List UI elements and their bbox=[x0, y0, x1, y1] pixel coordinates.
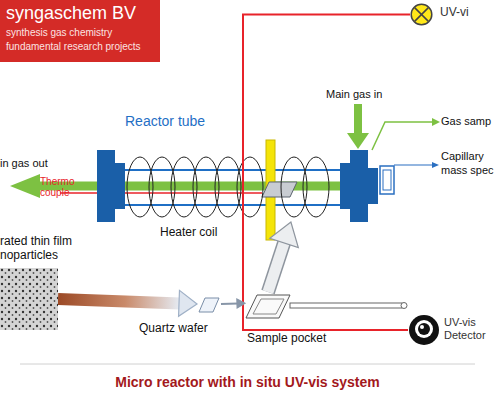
uv-vis-lamp: UV-vi bbox=[410, 3, 433, 26]
connector bbox=[58, 290, 197, 316]
gas-flow-head bbox=[10, 174, 40, 198]
arrow-outline bbox=[268, 242, 284, 292]
connector bbox=[268, 222, 298, 292]
reactor-flanges bbox=[97, 150, 378, 222]
quartz-wafer: Quartz wafer bbox=[197, 290, 221, 318]
capillary-fitting bbox=[380, 166, 394, 194]
nanoparticle-film-shape bbox=[0, 268, 58, 330]
optical-path-line bbox=[243, 15, 410, 331]
node-label: Quartz wafer bbox=[139, 322, 208, 336]
node-label: Sample pocket bbox=[247, 332, 326, 346]
graphic-shape bbox=[0, 268, 58, 330]
gas-in-head bbox=[347, 133, 369, 149]
node-label: rated thin film noparticles bbox=[0, 235, 86, 263]
flange bbox=[340, 163, 350, 209]
graphic-shape bbox=[303, 157, 329, 217]
graphic-shape bbox=[0, 268, 58, 330]
gas-sample-line bbox=[372, 122, 432, 150]
graphic-shape bbox=[409, 315, 439, 345]
capillary-line bbox=[394, 164, 432, 165]
arrow-shaft bbox=[268, 242, 284, 292]
pocket-handle bbox=[290, 303, 402, 308]
part-label: Capillary bbox=[441, 150, 484, 163]
nanoparticle-film: rated thin film noparticles bbox=[0, 268, 58, 330]
thermocouple-wire bbox=[60, 192, 262, 194]
graphic-shape bbox=[237, 157, 263, 217]
sample-pocket-shape bbox=[245, 292, 291, 320]
part-label: Thermo couple bbox=[40, 176, 80, 198]
pocket-handle-end bbox=[401, 303, 407, 309]
part-label: Heater coil bbox=[160, 226, 217, 240]
capillary-head bbox=[432, 162, 439, 168]
part-label: Main gas in bbox=[326, 88, 382, 101]
connector bbox=[243, 15, 410, 331]
gas-sample-head bbox=[432, 118, 440, 126]
flange bbox=[350, 150, 368, 222]
logo-box: syngaschem BV synthesis gas chemistry fund… bbox=[0, 0, 160, 62]
gas-in-arrow bbox=[354, 104, 362, 133]
arrow-head bbox=[237, 299, 245, 308]
node-label: UV-vis Detector bbox=[444, 316, 495, 341]
graphic-shape bbox=[415, 320, 433, 338]
flange bbox=[368, 168, 378, 204]
node-label: Reactor tube bbox=[125, 113, 205, 129]
reactor-tube: Reactor tube bbox=[97, 150, 378, 222]
uv-vis-detector-shape bbox=[408, 314, 440, 346]
heater-coil bbox=[127, 157, 329, 217]
arrow-shaft bbox=[58, 299, 180, 303]
quartz-wafer-shape bbox=[197, 290, 221, 318]
capillary-fitting bbox=[383, 170, 391, 190]
graphic-shape bbox=[411, 4, 432, 25]
node-label: syngaschem BV bbox=[6, 3, 136, 24]
part-label: mass spec bbox=[441, 164, 494, 177]
sample-pocket: Sample pocket bbox=[245, 292, 291, 320]
node-subtext: fundamental research projects bbox=[6, 41, 141, 53]
arrow-head bbox=[179, 290, 197, 316]
graphic-shape bbox=[253, 299, 284, 314]
uv-vis-lamp-shape bbox=[410, 3, 433, 26]
graphic-shape bbox=[199, 298, 219, 312]
part-label: in gas out bbox=[0, 157, 48, 170]
sample-wafer bbox=[262, 182, 297, 197]
caption-rule bbox=[20, 364, 475, 365]
part-label: Gas samp bbox=[441, 115, 491, 128]
flange bbox=[115, 163, 125, 209]
arrow-head bbox=[270, 222, 299, 248]
node-subtext: synthesis gas chemistry bbox=[6, 27, 112, 39]
graphic-shape bbox=[418, 323, 430, 335]
connector bbox=[221, 299, 245, 308]
graphic-shape bbox=[246, 295, 290, 318]
graphic-shape bbox=[415, 8, 429, 22]
figure-caption: Micro reactor with in situ UV-vis system bbox=[0, 374, 495, 390]
arrow-shaft bbox=[221, 302, 238, 305]
uv-vis-detector: UV-vis Detector bbox=[408, 314, 440, 346]
flange bbox=[97, 150, 115, 222]
graphic-shape bbox=[420, 325, 424, 329]
node-label: UV-vi bbox=[440, 6, 469, 20]
